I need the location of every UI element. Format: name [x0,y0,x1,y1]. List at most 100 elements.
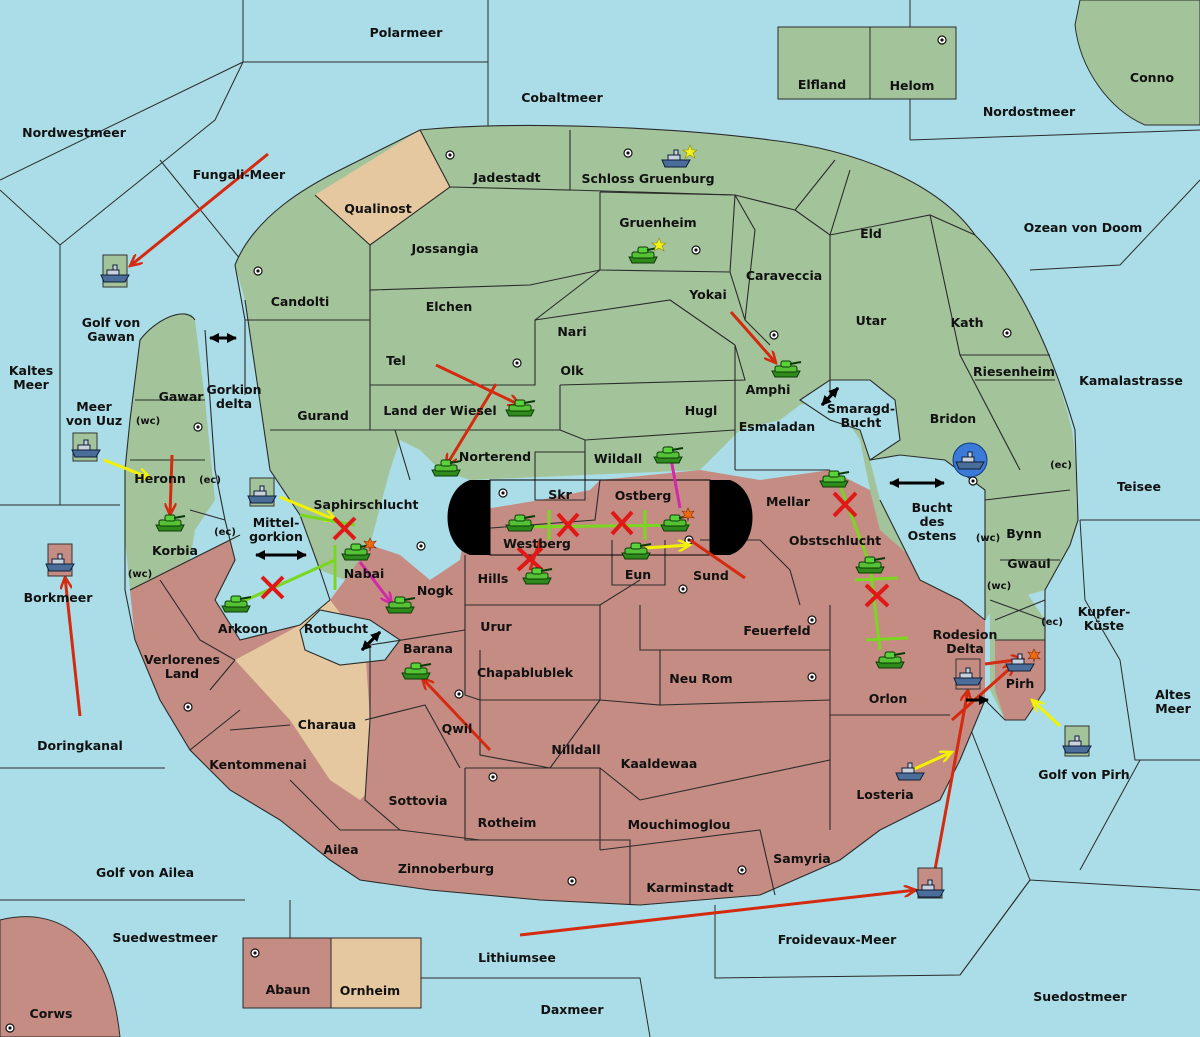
label-riesenheim: Riesenheim [973,364,1055,379]
label-karminstadt: Karminstadt [646,880,733,895]
label-suedwestmeer: Suedwestmeer [113,930,219,945]
label-bynn: Bynn [1006,526,1041,541]
coast-tag-korbia-wc: (wc) [128,569,152,580]
east-green-strip [965,400,1078,600]
label-gorkion-delta-2: delta [216,396,252,411]
label-ailea: Ailea [323,842,358,857]
label-eld: Eld [860,226,882,241]
label-ozean-von-doom: Ozean von Doom [1024,220,1143,235]
label-abaun: Abaun [266,982,311,997]
label-elfland: Elfland [798,77,846,92]
label-gorkion-delta-1: Gorkion [206,382,261,397]
label-nordwestmeer: Nordwestmeer [22,125,127,140]
label-teisee: Teisee [1117,479,1161,494]
label-westberg: Westberg [503,536,571,551]
failed-markers [260,491,890,608]
label-polarmeer: Polarmeer [370,25,444,40]
coast-tags: (wc) (ec) (ec) (wc) (ec) (wc) (wc) (ec) [128,416,1072,628]
label-caraveccia: Caraveccia [746,268,822,283]
label-wildall: Wildall [594,451,642,466]
label-sund: Sund [693,568,729,583]
abaun-box [242,937,332,1009]
ornheim-box [330,937,422,1009]
label-utar: Utar [856,313,888,328]
label-ostberg: Ostberg [615,488,672,503]
support-orders [103,458,1062,772]
coast-tag-gawar-wc: (wc) [136,416,160,427]
label-corws: Corws [30,1006,73,1021]
label-hugl: Hugl [685,403,718,418]
label-yokai: Yokai [688,287,727,302]
coast-tag-gwaul-wc: (wc) [987,581,1011,592]
label-smaragd-bucht-1: Smaragd- [827,401,895,416]
green-west-peninsula [125,313,215,590]
label-nogk: Nogk [417,583,454,598]
label-saphirschlucht: Saphirschlucht [314,497,419,512]
land-borders [124,124,1079,906]
label-feuerfeld: Feuerfeld [743,623,810,638]
elfland-box [777,26,871,100]
label-daxmeer: Daxmeer [540,1002,604,1017]
label-fungali-meer: Fungali-Meer [193,167,286,182]
coast-tag-heronn-ec: (ec) [199,475,221,486]
label-candolti: Candolti [271,294,330,309]
coast-tag-korbia-ec: (ec) [214,527,236,538]
label-helom: Helom [890,78,935,93]
bucht-des-ostens-sea [870,455,985,620]
label-eun: Eun [625,567,651,582]
golf-von-gawan-mouth [195,265,245,330]
label-meer-von-uuz-2: von Uuz [66,413,122,428]
label-jadestadt: Jadestadt [472,170,540,185]
label-kupfer-kueste-1: Kupfer- [1078,604,1131,619]
label-bucht-des-ostens-1: Bucht [912,500,953,515]
label-nari: Nari [557,324,586,339]
label-qualinost: Qualinost [344,201,411,216]
label-borkmeer: Borkmeer [24,590,94,605]
label-losteria: Losteria [856,787,913,802]
label-froidevaux-meer: Froidevaux-Meer [778,932,897,947]
label-meer-von-uuz-1: Meer [76,399,112,414]
label-samyria: Samyria [773,851,831,866]
label-bridon: Bridon [930,411,976,426]
label-golf-von-ailea: Golf von Ailea [96,865,194,880]
label-schloss-gruenburg: Schloss Gruenburg [581,171,714,186]
label-sottovia: Sottovia [389,793,448,808]
label-ornheim: Ornheim [340,983,400,998]
label-kaaldewaa: Kaaldewaa [621,756,698,771]
label-kath: Kath [951,315,984,330]
label-nilldall: Nilldall [551,742,600,757]
label-mouchimoglou: Mouchimoglou [628,817,731,832]
label-altes-meer-2: Meer [1155,701,1191,716]
label-kamalastrasse: Kamalastrasse [1079,373,1183,388]
label-elchen: Elchen [426,299,473,314]
coast-tag-bynn-wc: (wc) [976,533,1000,544]
label-rodesion-delta-2: Delta [946,641,984,656]
coast-tag-riesenheim-ec: (ec) [1050,460,1072,471]
label-verlorenes-land-1: Verlorenes [144,652,220,667]
label-korbia: Korbia [152,543,198,558]
label-chapablublek: Chapablublek [477,665,574,680]
label-rodesion-delta-1: Rodesion [933,627,998,642]
label-jossangia: Jossangia [410,241,478,256]
label-neu-rom: Neu Rom [669,671,732,686]
label-norterend: Norterend [459,449,531,464]
label-pirh: Pirh [1006,676,1035,691]
label-rotheim: Rotheim [478,815,537,830]
label-gwaul: Gwaul [1007,556,1050,571]
label-esmaladan: Esmaladan [739,419,815,434]
label-arkoon: Arkoon [218,621,268,636]
label-amphi: Amphi [746,382,791,397]
label-gawar: Gawar [159,389,205,404]
label-gruenheim: Gruenheim [619,215,696,230]
label-obstschlucht: Obstschlucht [789,533,881,548]
label-kentommenai: Kentommenai [209,757,307,772]
label-zinnoberburg: Zinnoberburg [398,861,494,876]
label-mittel-gorkion-2: gorkion [249,529,303,544]
label-nabai: Nabai [344,566,385,581]
label-orlon: Orlon [869,691,908,706]
label-golf-von-pirh: Golf von Pirh [1038,767,1129,782]
label-heronn: Heronn [134,471,186,486]
coast-tag-gwaul-ec: (ec) [1041,617,1063,628]
label-bucht-des-ostens-2: des [920,514,945,529]
